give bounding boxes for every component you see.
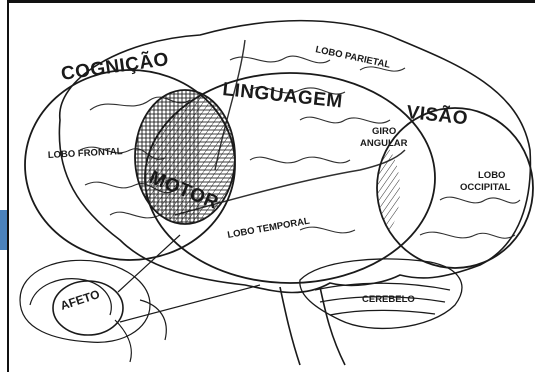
occipital-label-line1: LOBO <box>478 170 505 181</box>
language-label: LINGUAGEM <box>221 79 343 112</box>
affect-label: AFETO <box>59 287 102 313</box>
cerebellum-label: CEREBELO <box>362 294 415 305</box>
affect-connectors <box>118 235 260 322</box>
angular-hatching <box>350 140 400 240</box>
angular-label-line2: ANGULAR <box>360 138 408 149</box>
frame-left <box>0 0 8 372</box>
parietal-label: LOBO PARIETAL <box>314 44 391 71</box>
left-edge-accent <box>0 210 7 250</box>
angular-label-line1: GIRO <box>372 126 396 137</box>
occipital-label-line2: OCCIPITAL <box>460 182 511 193</box>
cognition-label: COGNIÇÃO <box>60 48 171 85</box>
frame-top <box>0 0 535 3</box>
limbic-inset <box>20 260 166 362</box>
frame-left-line <box>7 0 9 372</box>
frontal-label: LOBO FRONTAL <box>48 146 123 161</box>
temporal-label: LOBO TEMPORAL <box>227 216 311 241</box>
